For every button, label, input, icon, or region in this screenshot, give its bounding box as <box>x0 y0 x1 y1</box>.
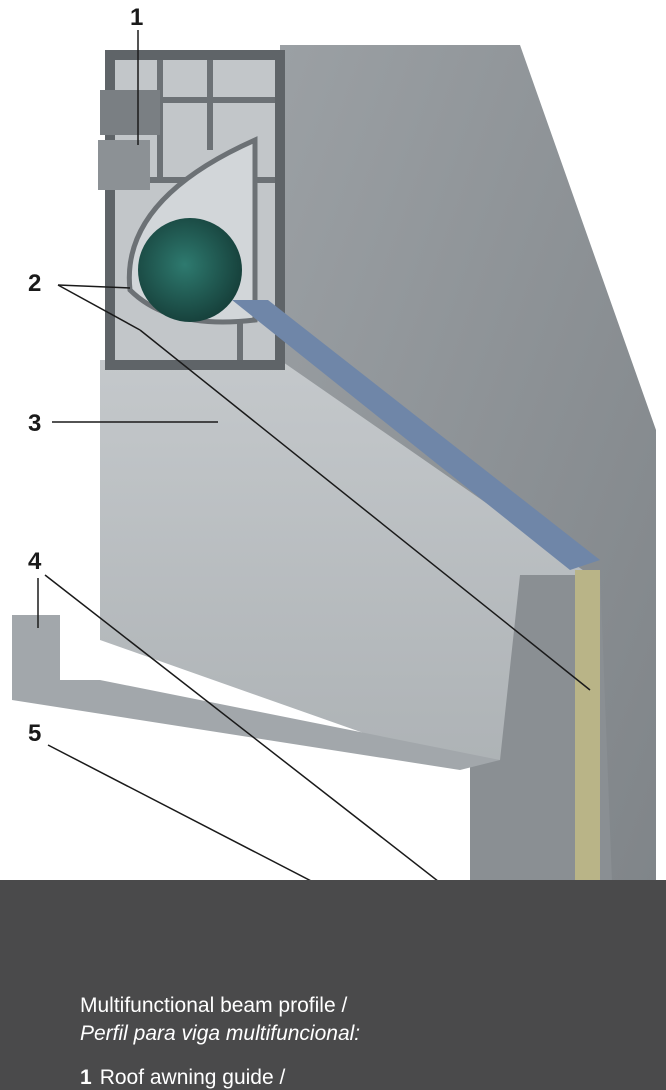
soffit-panel <box>100 360 590 760</box>
glass-strip <box>232 300 600 570</box>
caption-item-number: 1 <box>80 1066 92 1089</box>
roll-tube-icon <box>138 218 242 322</box>
left-rail <box>98 140 150 190</box>
glass-pane <box>575 570 600 890</box>
caption-title-es: Perfil para viga multifuncional: <box>80 1022 361 1045</box>
callout-4: 4 <box>28 548 42 575</box>
callout-5: 5 <box>28 720 42 747</box>
caption-panel <box>0 880 666 1090</box>
caption-title: Multifunctional beam profile / Perfil pa… <box>80 992 360 1048</box>
top-rail <box>100 90 160 135</box>
callout-2: 2 <box>28 270 42 297</box>
caption-item-label: Roof awning guide / <box>99 1066 286 1089</box>
caption-item-1: 1 Roof awning guide / <box>80 1066 285 1090</box>
caption-title-en: Multifunctional beam profile / <box>80 994 348 1017</box>
lower-lip <box>12 615 500 770</box>
callout-3: 3 <box>28 410 42 437</box>
callout-1: 1 <box>130 4 144 31</box>
